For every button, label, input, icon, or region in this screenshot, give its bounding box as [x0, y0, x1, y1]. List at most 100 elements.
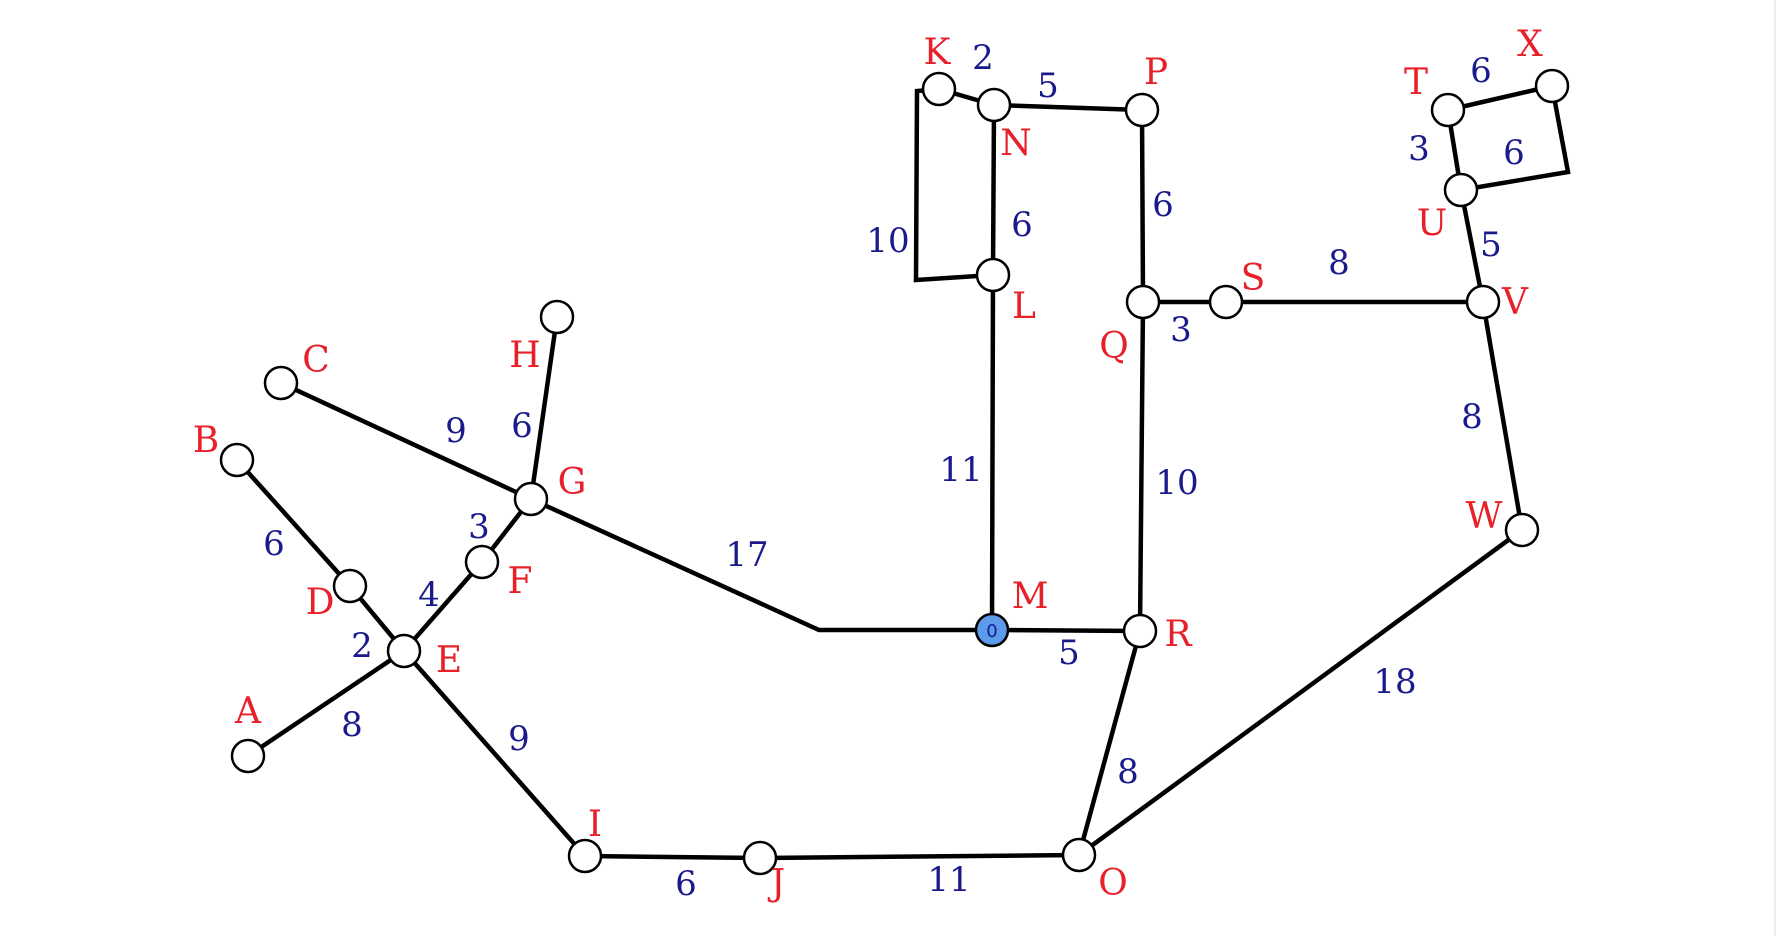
- edge-i-j: [584, 853, 761, 861]
- edge-weight-v-w: 8: [1461, 397, 1483, 437]
- edge-m-r: [991, 627, 1141, 634]
- edge-weight-k-n: 2: [972, 38, 994, 78]
- edge-k-l: [913, 86, 994, 283]
- node-label-o: O: [1098, 863, 1128, 904]
- node-label-t: T: [1404, 62, 1428, 103]
- edge-weight-r-o: 8: [1117, 752, 1139, 792]
- edge-u-v: [1458, 189, 1486, 303]
- node-label-p: P: [1144, 52, 1168, 93]
- node-label-d: D: [306, 582, 335, 623]
- node-b: [219, 442, 255, 478]
- node-label-w: W: [1465, 496, 1502, 537]
- edge-weight-u-v: 5: [1480, 225, 1502, 265]
- node-label-m: M: [1012, 576, 1049, 617]
- node-u: [1443, 172, 1479, 208]
- node-q: [1125, 284, 1161, 320]
- edge-c-g: [280, 380, 532, 502]
- edge-n-p: [993, 102, 1143, 113]
- node-label-k: K: [924, 32, 952, 73]
- edge-weight-g-m: 17: [725, 535, 768, 575]
- node-o: [1061, 837, 1097, 873]
- edge-h-g: [528, 316, 560, 500]
- node-t: [1430, 92, 1466, 128]
- edges-layer: [235, 83, 1571, 861]
- node-h: [539, 299, 575, 335]
- edge-weight-s-v: 8: [1328, 243, 1350, 283]
- edge-weight-p-q: 6: [1152, 185, 1174, 225]
- edge-a-e: [246, 649, 406, 758]
- node-label-n: N: [1000, 123, 1032, 164]
- node-k: [921, 71, 957, 107]
- edge-weight-u-x: 6: [1503, 133, 1525, 173]
- edge-weight-t-x: 6: [1470, 51, 1492, 91]
- node-d: [332, 568, 368, 604]
- edge-weight-t-u: 3: [1408, 129, 1430, 169]
- node-a: [230, 738, 266, 774]
- edge-q-r: [1137, 301, 1146, 632]
- node-label-j: J: [767, 863, 785, 904]
- node-label-h: H: [509, 335, 540, 376]
- edge-weight-b-d: 6: [263, 524, 285, 564]
- start-node-value: 0: [986, 621, 997, 642]
- node-label-e: E: [436, 640, 462, 681]
- edge-weight-j-o: 11: [927, 860, 970, 900]
- edge-l-m: [989, 274, 996, 631]
- edge-j-o: [759, 852, 1080, 861]
- right-border: [1774, 0, 1776, 936]
- edge-v-w: [1480, 301, 1525, 531]
- node-label-v: V: [1501, 282, 1529, 323]
- edge-g-m: [530, 496, 992, 633]
- edge-weight-l-m: 11: [939, 450, 982, 490]
- node-n: [976, 87, 1012, 123]
- node-label-f: F: [508, 561, 533, 602]
- node-e: [386, 633, 422, 669]
- edge-b-d: [235, 458, 352, 588]
- edge-weight-n-p: 5: [1037, 66, 1059, 106]
- edge-weight-h-g: 6: [511, 406, 533, 446]
- edge-e-f: [402, 560, 484, 653]
- node-label-b: B: [193, 420, 219, 461]
- edge-r-o: [1076, 630, 1143, 856]
- edge-w-o: [1077, 528, 1524, 857]
- node-label-x: X: [1517, 24, 1543, 65]
- edge-weight-e-f: 4: [418, 575, 440, 615]
- edge-u-x: [1460, 85, 1571, 193]
- node-s: [1208, 284, 1244, 320]
- edge-p-q: [1139, 109, 1146, 303]
- edge-weight-n-l: 6: [1011, 205, 1033, 245]
- edge-weight-q-s: 3: [1170, 310, 1192, 350]
- node-w: [1504, 512, 1540, 548]
- node-label-c: C: [302, 340, 330, 381]
- node-label-g: G: [558, 462, 587, 503]
- node-label-i: I: [588, 804, 602, 845]
- node-label-r: R: [1164, 614, 1192, 655]
- node-c: [263, 365, 299, 401]
- node-i: [567, 838, 603, 874]
- edge-n-l: [990, 104, 997, 276]
- edge-weight-k-l: 10: [866, 221, 909, 261]
- node-x: [1534, 68, 1570, 104]
- node-p: [1124, 92, 1160, 128]
- node-j: [742, 840, 778, 876]
- edge-weight-w-o: 18: [1373, 662, 1416, 702]
- node-m: [974, 612, 1010, 648]
- node-l: [975, 257, 1011, 293]
- edge-weight-c-g: 9: [445, 411, 467, 451]
- edge-weight-q-r: 10: [1155, 463, 1198, 503]
- node-label-s: S: [1241, 258, 1266, 299]
- node-label-a: A: [234, 691, 262, 732]
- edge-e-i: [402, 649, 587, 858]
- node-r: [1122, 613, 1158, 649]
- node-f: [464, 544, 500, 580]
- edge-weight-a-e: 8: [341, 705, 363, 745]
- node-label-u: U: [1417, 203, 1447, 244]
- edge-t-x: [1447, 83, 1553, 113]
- node-g: [513, 481, 549, 517]
- node-v: [1465, 284, 1501, 320]
- edge-weight-f-g: 3: [468, 507, 490, 547]
- edge-weight-m-r: 5: [1058, 633, 1080, 673]
- node-label-q: Q: [1099, 326, 1129, 367]
- edge-weight-d-e: 2: [351, 626, 373, 666]
